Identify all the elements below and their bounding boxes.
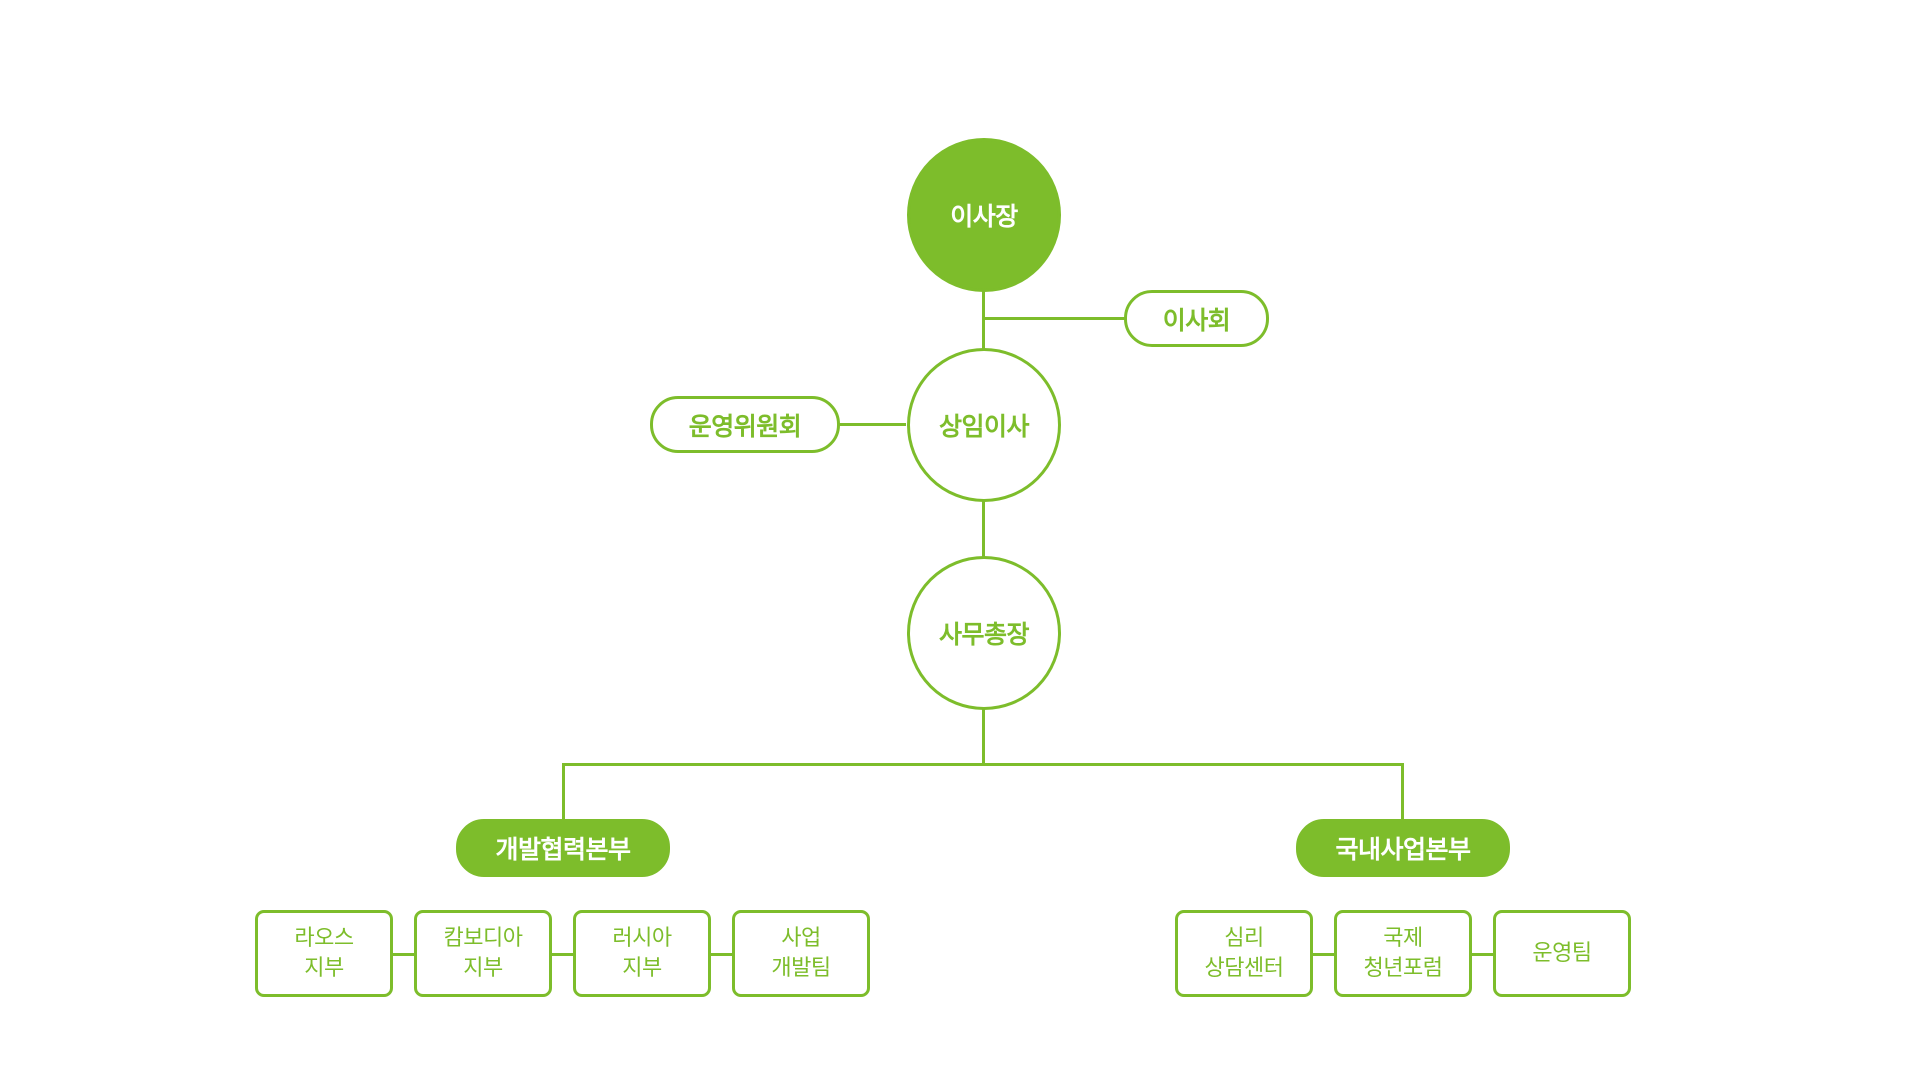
unit-operations-team: 운영팀 [1493,910,1631,997]
connector-unit-left-2 [550,953,574,956]
board-node: 이사회 [1124,290,1269,347]
unit-business-development-team: 사업 개발팀 [732,910,870,997]
secretary-general-node: 사무총장 [907,556,1061,710]
unit-cambodia-branch: 캄보디아 지부 [414,910,552,997]
unit-counseling-center: 심리 상담센터 [1175,910,1313,997]
connector-secretary-branch [982,706,985,765]
connector-steering-committee [838,423,906,426]
connector-unit-right-1 [1311,953,1335,956]
chairman-node: 이사장 [907,138,1061,292]
division-development-cooperation: 개발협력본부 [456,819,670,877]
unit-russia-branch: 러시아 지부 [573,910,711,997]
connector-horizontal-branch [562,763,1404,766]
unit-laos-branch: 라오스 지부 [255,910,393,997]
steering-committee-node: 운영위원회 [650,396,840,453]
connector-unit-right-2 [1470,953,1494,956]
connector-unit-left-1 [391,953,415,956]
connector-division-right [1401,763,1404,821]
connector-executive-secretary [982,499,985,558]
connector-chairman-executive [982,290,985,350]
unit-international-youth-forum: 국제 청년포럼 [1334,910,1472,997]
connector-unit-left-3 [709,953,733,956]
division-domestic-programs: 국내사업본부 [1296,819,1510,877]
connector-board [982,317,1125,320]
connector-division-left [562,763,565,821]
executive-director-node: 상임이사 [907,348,1061,502]
